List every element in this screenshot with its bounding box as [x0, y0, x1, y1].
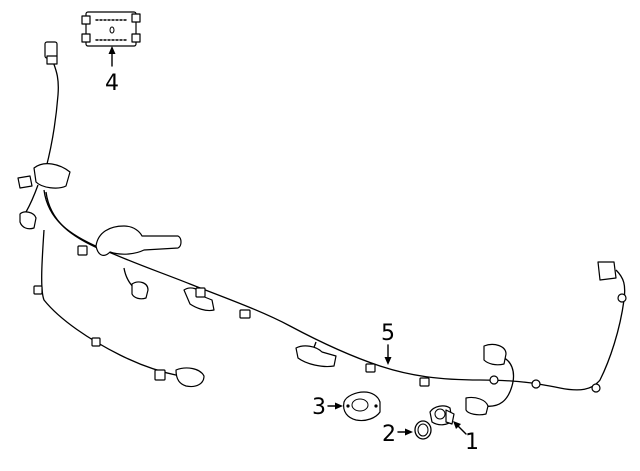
callout-1-label: 1 — [465, 430, 479, 455]
callout-3-label: 3 — [312, 395, 326, 420]
control-module — [81, 11, 141, 47]
callout-5-label: 5 — [381, 321, 395, 346]
seal-ring — [414, 420, 432, 440]
wiring-harness — [17, 41, 627, 416]
callout-4-label: 4 — [105, 71, 119, 96]
sensor-bracket — [343, 391, 381, 422]
callout-2-label: 2 — [382, 422, 396, 447]
sensor — [429, 405, 455, 426]
